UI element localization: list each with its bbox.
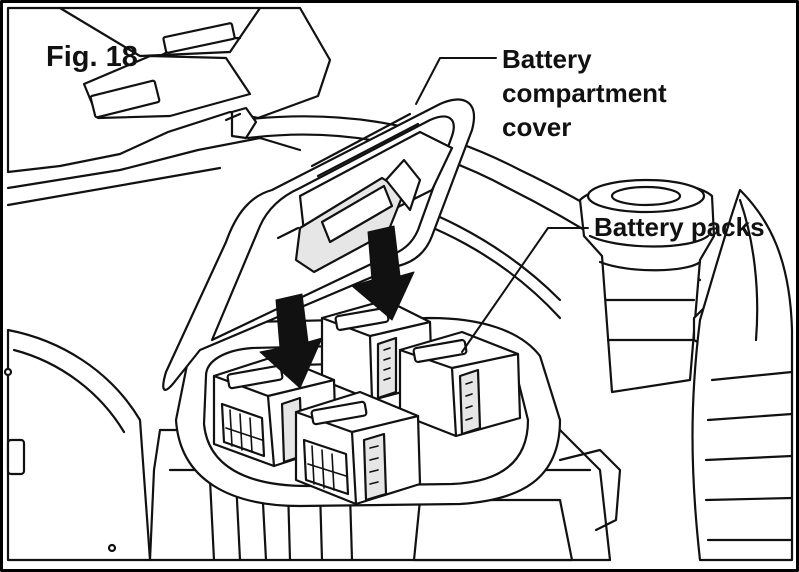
handle-housing (6, 6, 332, 207)
cover-leader-line (415, 57, 497, 105)
leader-lines (415, 57, 589, 353)
down-arrow-icon (259, 293, 323, 389)
compartment-cover (162, 98, 475, 391)
left-frame (3, 328, 152, 562)
packs-callout: Battery packs (594, 212, 765, 242)
figure-number: Fig. 18 (46, 41, 138, 73)
battery-pack-back-right (398, 330, 522, 438)
cover-callout-line: cover (502, 112, 572, 142)
cover-callout: Battery compartment cover (502, 42, 667, 144)
packs-leader-line (461, 227, 589, 353)
right-tower (578, 178, 794, 562)
cover-callout-line: compartment (502, 78, 667, 108)
down-arrow-icon (351, 225, 415, 321)
battery-pack-front-right (294, 390, 422, 506)
cover-callout-line: Battery (502, 44, 592, 74)
